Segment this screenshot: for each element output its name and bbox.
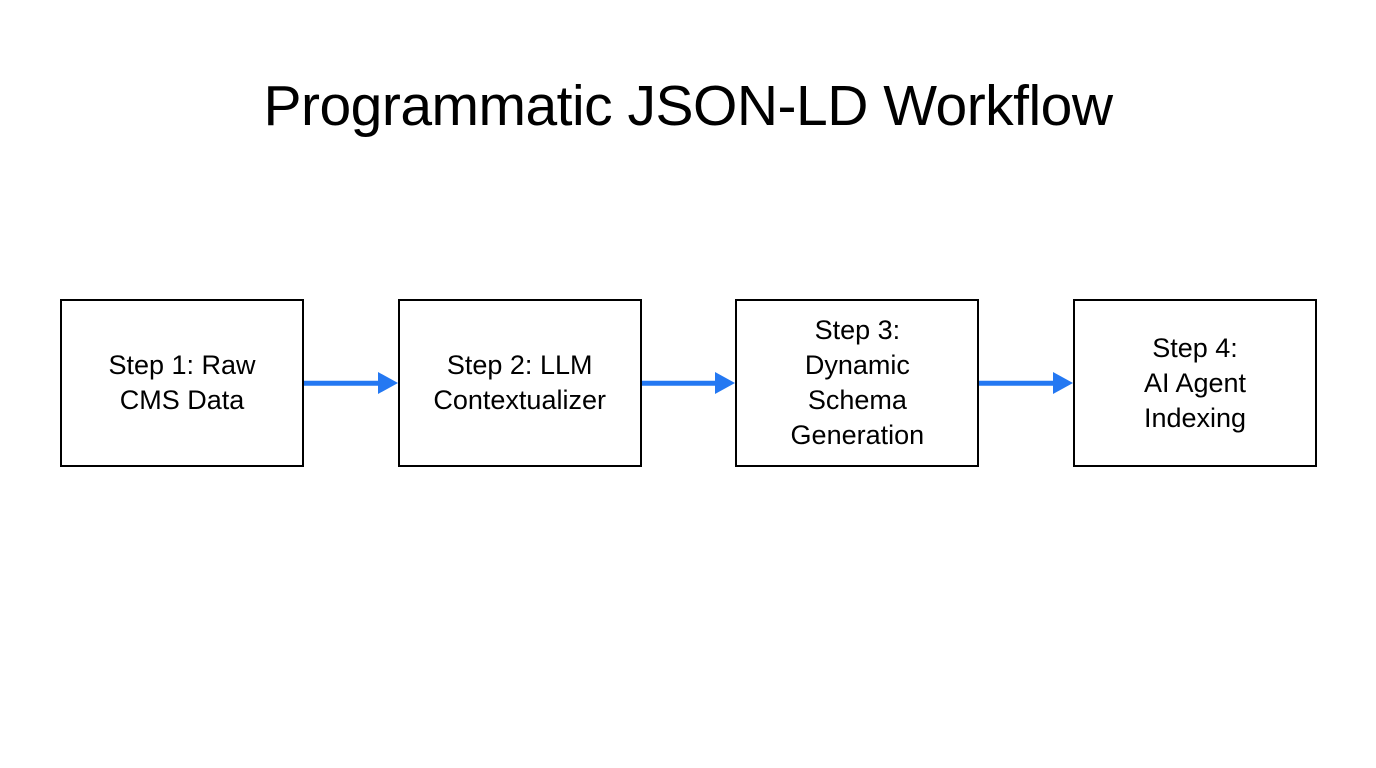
arrow-head-icon: [377, 372, 398, 394]
step-box-4: Step 4: AI Agent Indexing: [1073, 299, 1318, 467]
workflow-steps-row: Step 1: Raw CMS Data Step 2: LLM Context…: [60, 299, 1318, 467]
diagram-title: Programmatic JSON-LD Workflow: [263, 74, 1113, 138]
arrow-head-icon: [715, 372, 736, 394]
step-box-3: Step 3: Dynamic Schema Generation: [735, 299, 980, 467]
step-box-2: Step 2: LLM Contextualizer: [397, 299, 642, 467]
arrow-step1-to-step2-icon: [304, 372, 398, 394]
arrow-step2-to-step3-icon: [641, 372, 736, 394]
step-box-1: Step 1: Raw CMS Data: [60, 299, 304, 467]
arrow-head-icon: [1053, 372, 1074, 394]
arrow-shaft: [641, 380, 722, 386]
arrow-shaft: [979, 380, 1060, 386]
arrow-step3-to-step4-icon: [979, 372, 1074, 394]
arrow-shaft: [304, 380, 384, 386]
